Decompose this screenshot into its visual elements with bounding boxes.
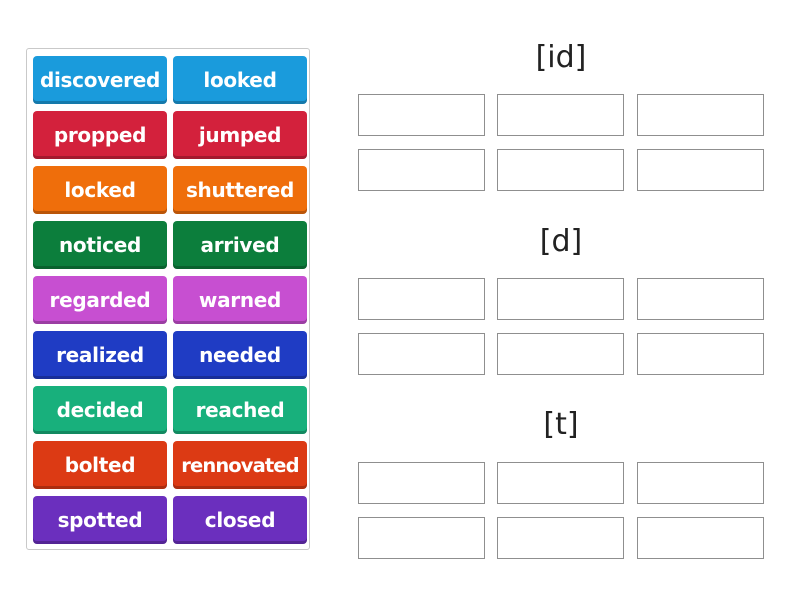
drop-slot[interactable] xyxy=(358,94,485,136)
word-tile[interactable]: arrived xyxy=(173,221,307,269)
drop-slot[interactable] xyxy=(497,462,624,504)
word-tile[interactable]: rennovated xyxy=(173,441,307,489)
drop-slot[interactable] xyxy=(497,333,624,375)
word-tile[interactable]: realized xyxy=(33,331,167,379)
drop-slot[interactable] xyxy=(637,517,764,559)
group-title-d: [d] xyxy=(539,224,583,259)
word-tile[interactable]: decided xyxy=(33,386,167,434)
word-tile[interactable]: warned xyxy=(173,276,307,324)
drop-slot[interactable] xyxy=(497,149,624,191)
word-tile[interactable]: bolted xyxy=(33,441,167,489)
word-tile[interactable]: looked xyxy=(173,56,307,104)
word-tile[interactable]: needed xyxy=(173,331,307,379)
group-title-t: [t] xyxy=(543,407,579,442)
word-tile[interactable]: propped xyxy=(33,111,167,159)
drop-slot[interactable] xyxy=(497,278,624,320)
drop-slot[interactable] xyxy=(358,278,485,320)
word-tile[interactable]: jumped xyxy=(173,111,307,159)
word-tile[interactable]: discovered xyxy=(33,56,167,104)
word-tile[interactable]: closed xyxy=(173,496,307,544)
word-tile[interactable]: spotted xyxy=(33,496,167,544)
drop-slot[interactable] xyxy=(497,94,624,136)
word-tile[interactable]: locked xyxy=(33,166,167,214)
word-tile[interactable]: noticed xyxy=(33,221,167,269)
word-tile[interactable]: shuttered xyxy=(173,166,307,214)
word-tile[interactable]: regarded xyxy=(33,276,167,324)
word-tile-panel: discovered looked propped jumped locked … xyxy=(26,48,310,550)
drop-slot[interactable] xyxy=(637,333,764,375)
drop-slot[interactable] xyxy=(358,462,485,504)
drop-slot[interactable] xyxy=(637,149,764,191)
drop-slot[interactable] xyxy=(497,517,624,559)
drop-slot[interactable] xyxy=(637,94,764,136)
group-title-id: [id] xyxy=(535,40,587,75)
drop-slot[interactable] xyxy=(637,462,764,504)
drop-slot[interactable] xyxy=(358,333,485,375)
word-tile[interactable]: reached xyxy=(173,386,307,434)
drop-slot[interactable] xyxy=(358,149,485,191)
drop-slot[interactable] xyxy=(637,278,764,320)
drop-slot[interactable] xyxy=(358,517,485,559)
